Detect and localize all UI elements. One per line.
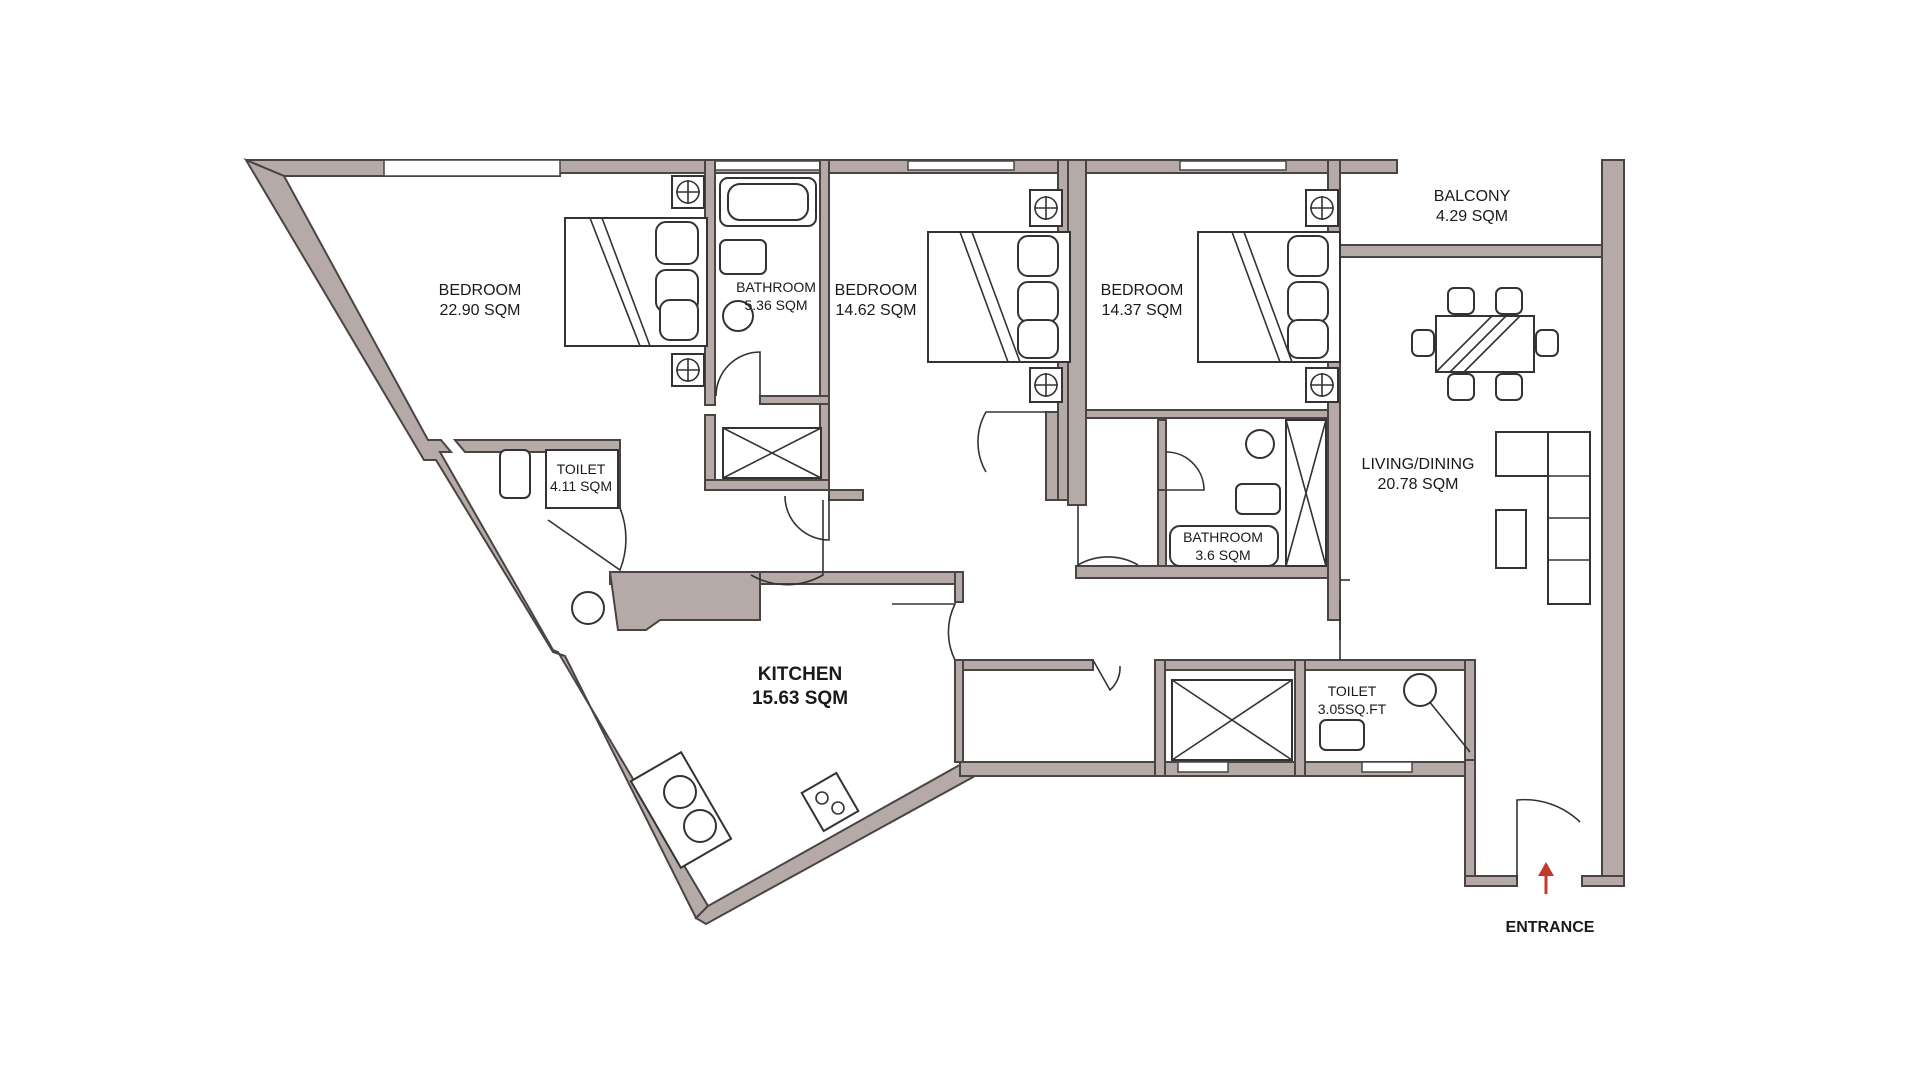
- balcony-name: BALCONY: [1434, 188, 1511, 205]
- nightstand-icon: [671, 175, 705, 387]
- bathroom1-area: 5.36 SQM: [744, 297, 807, 313]
- top-windows: [383, 159, 1287, 177]
- bed-bedroom1: [564, 217, 708, 347]
- bedroom2-name: BEDROOM: [835, 282, 918, 299]
- bathroom2-fixtures: [1169, 419, 1327, 567]
- living-name: LIVING/DINING: [1362, 456, 1475, 473]
- toilet2-fixtures: [1319, 673, 1437, 751]
- bedroom3-area: 14.37 SQM: [1102, 302, 1183, 319]
- corridor-shower: [1171, 679, 1293, 761]
- bed-bedroom3: [1197, 189, 1341, 403]
- bathroom2-name: BATHROOM: [1183, 529, 1263, 545]
- balcony-area: 4.29 SQM: [1436, 208, 1508, 225]
- bedroom2-area: 14.62 SQM: [836, 302, 917, 319]
- kitchen-area: 15.63 SQM: [752, 688, 848, 709]
- bedroom1-area: 22.90 SQM: [440, 302, 521, 319]
- toilet1-fixtures: [499, 449, 619, 625]
- kitchen-name: KITCHEN: [758, 664, 842, 685]
- bedroom1-name: BEDROOM: [439, 282, 522, 299]
- toilet2-area: 3.05SQ.FT: [1318, 701, 1387, 717]
- bed-bedroom2: [927, 189, 1071, 403]
- bedroom3-name: BEDROOM: [1101, 282, 1184, 299]
- door-swings: [547, 351, 1581, 880]
- toilet1-name: TOILET: [557, 461, 606, 477]
- kitchen-fixtures: [629, 750, 860, 870]
- bathroom2-area: 3.6 SQM: [1195, 547, 1250, 563]
- living-area: 20.78 SQM: [1378, 476, 1459, 493]
- sofa: [1495, 431, 1591, 605]
- bathroom1-name: BATHROOM: [736, 279, 816, 295]
- room-labels: BEDROOM 22.90 SQM BATHROOM 5.36 SQM BEDR…: [439, 188, 1595, 936]
- toilet2-name: TOILET: [1328, 683, 1377, 699]
- bathroom1-fixtures: [719, 177, 822, 479]
- entrance-label: ENTRANCE: [1506, 919, 1595, 936]
- toilet1-area: 4.11 SQM: [550, 478, 612, 494]
- entrance-arrow-icon: [1538, 862, 1554, 894]
- dining-table: [1411, 287, 1559, 401]
